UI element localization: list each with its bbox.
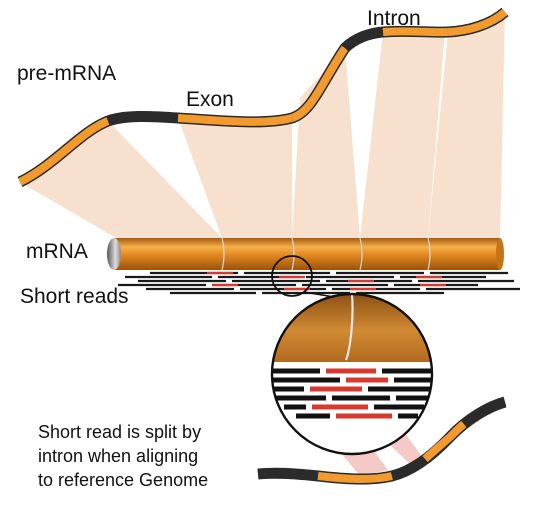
reference-genome-strand: [257, 396, 507, 485]
genome-intron-3: [461, 398, 507, 428]
mrna-junction-2: [291, 237, 295, 271]
projection-exon-2: [178, 118, 292, 238]
split-reads: [207, 271, 446, 291]
caption-line: Short read is split by: [38, 422, 202, 442]
mrna-junction-4: [427, 237, 431, 271]
mrna-tube-cap: [107, 238, 121, 270]
pre-mrna-intron-1: [106, 112, 179, 125]
exon-label: Exon: [186, 88, 234, 111]
projection-exon-4: [360, 32, 445, 238]
genome-intron-1: [257, 469, 319, 480]
magnifier-lens: [270, 292, 434, 456]
short-reads: [118, 271, 520, 295]
pre-mrna-strand: [17, 7, 509, 187]
projection-exon-3: [292, 48, 360, 238]
pre-mrna-exon-2: [177, 114, 294, 126]
genome-exon-1: [317, 472, 393, 484]
projection-exon-5: [428, 12, 505, 238]
genome-exon-2: [422, 420, 467, 463]
mrna-junction-3: [359, 237, 363, 271]
pre-mrna-exon-5: [447, 8, 508, 36]
genome-intron-2: [390, 455, 428, 480]
focus-circle: [271, 255, 313, 297]
mrna-label: mRNA: [26, 240, 88, 263]
pre-mrna-intron-2: [342, 28, 384, 51]
exon-projections: [20, 12, 505, 238]
pre-mrna-exon-1: [18, 117, 110, 186]
pre-mrna-label: pre-mRNA: [17, 62, 117, 85]
caption-line: to reference Genome: [38, 470, 209, 490]
mrna-junction-1: [221, 237, 225, 271]
pre-mrna-exon-3: [290, 45, 349, 122]
intron-label: Intron: [367, 7, 421, 30]
pre-mrna-exon-4: [382, 27, 449, 37]
mrna-tube: [107, 237, 504, 271]
caption-line: intron when aligning: [38, 446, 199, 466]
short-reads-label: Short reads: [20, 285, 129, 308]
mrna-tube-end: [496, 238, 504, 270]
mrna-tube-body: [114, 238, 500, 270]
split-read-caption: Short read is split by intron when align…: [38, 420, 208, 492]
